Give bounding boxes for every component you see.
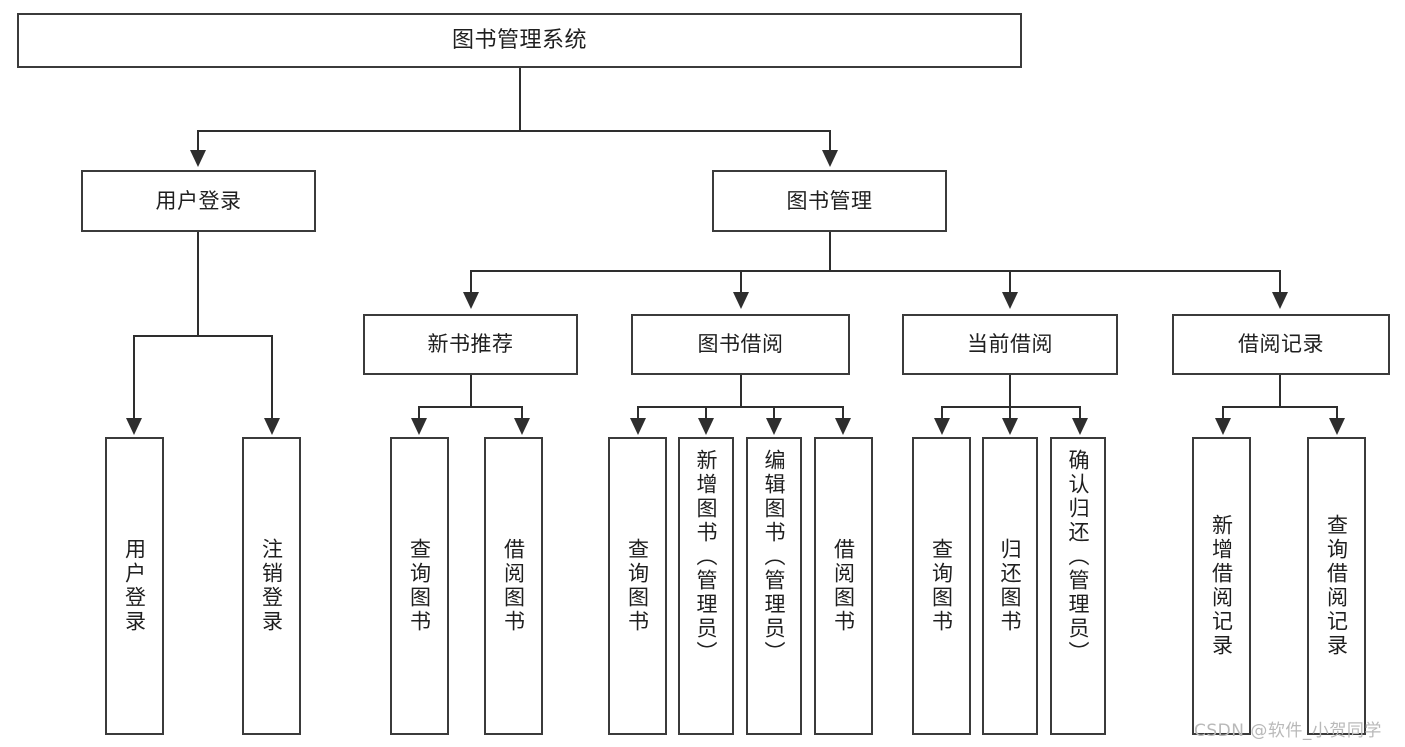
arrowhead-borrow-record-leaf-1 [1215, 418, 1231, 435]
leaf-label: 查询图书 [625, 538, 650, 634]
connector-book-manage-leg-4 [1279, 270, 1281, 294]
connector-book-manage-bar [470, 270, 1280, 272]
leaf-label: 确认归还（管理员） [1066, 449, 1091, 665]
connector-book-manage-leg-2 [740, 270, 742, 294]
leaf-label: 新增借阅记录 [1209, 514, 1234, 658]
leaf-query-book-newbook[interactable]: 查询图书 [390, 437, 449, 735]
leaf-label: 借阅图书 [831, 538, 856, 634]
leaf-query-book-borrow[interactable]: 查询图书 [608, 437, 667, 735]
node-user-login[interactable]: 用户登录 [81, 170, 316, 232]
arrowhead-current-borrow-leaf-1 [934, 418, 950, 435]
leaf-query-borrow-record[interactable]: 查询借阅记录 [1307, 437, 1366, 735]
node-label: 新书推荐 [427, 332, 514, 357]
leaf-label: 用户登录 [122, 538, 147, 634]
connector-root-bar [197, 130, 831, 132]
leaf-label: 编辑图书（管理员） [762, 449, 787, 665]
node-label: 图书管理 [786, 188, 873, 213]
node-label: 当前借阅 [967, 332, 1053, 357]
arrowhead-user-login-leaf-1 [126, 418, 142, 435]
connector-borrow-record-leg-1 [1222, 406, 1224, 420]
connector-user-login-stem [197, 232, 199, 335]
connector-book-borrow-leg-1 [637, 406, 639, 420]
connector-new-book-leg-2 [521, 406, 523, 420]
connector-book-borrow-leg-3 [773, 406, 775, 420]
connector-current-borrow-leg-2 [1009, 406, 1011, 420]
arrowhead-to-current-borrow [1002, 292, 1018, 309]
arrowhead-book-borrow-leaf-3 [766, 418, 782, 435]
connector-book-borrow-stem [740, 375, 742, 406]
leaf-label: 查询图书 [407, 538, 432, 634]
leaf-label: 新增图书（管理员） [694, 449, 719, 665]
leaf-add-borrow-record[interactable]: 新增借阅记录 [1192, 437, 1251, 735]
leaf-query-book-current[interactable]: 查询图书 [912, 437, 971, 735]
connector-root-leg-left [197, 130, 199, 154]
arrowhead-to-new-book [463, 292, 479, 309]
connector-user-login-leg-2 [271, 335, 273, 420]
connector-book-manage-leg-3 [1009, 270, 1011, 294]
leaf-label: 注销登录 [259, 538, 284, 634]
leaf-return-book[interactable]: 归还图书 [982, 437, 1038, 735]
arrowhead-new-book-leaf-1 [411, 418, 427, 435]
connector-book-borrow-leg-2 [705, 406, 707, 420]
node-label: 用户登录 [155, 188, 242, 213]
node-label: 图书借阅 [697, 332, 784, 357]
connector-borrow-record-bar [1222, 406, 1337, 408]
connector-user-login-leg-1 [133, 335, 135, 420]
arrowhead-borrow-record-leaf-2 [1329, 418, 1345, 435]
connector-borrow-record-stem [1279, 375, 1281, 406]
node-borrow-record[interactable]: 借阅记录 [1172, 314, 1390, 375]
connector-current-borrow-leg-1 [941, 406, 943, 420]
connector-user-login-bar [133, 335, 272, 337]
connector-new-book-leg-1 [418, 406, 420, 420]
node-label: 借阅记录 [1238, 332, 1324, 357]
connector-book-borrow-leg-4 [842, 406, 844, 420]
connector-book-manage-leg-1 [470, 270, 472, 294]
arrowhead-book-borrow-leaf-2 [698, 418, 714, 435]
leaf-label: 查询借阅记录 [1324, 514, 1349, 658]
node-book-borrow[interactable]: 图书借阅 [631, 314, 850, 375]
leaf-user-login[interactable]: 用户登录 [105, 437, 164, 735]
leaf-borrow-book-newbook[interactable]: 借阅图书 [484, 437, 543, 735]
connector-current-borrow-stem [1009, 375, 1011, 406]
leaf-borrow-book-borrow[interactable]: 借阅图书 [814, 437, 873, 735]
leaf-label: 归还图书 [998, 538, 1023, 634]
connector-root-leg-right [829, 130, 831, 154]
leaf-add-book-admin[interactable]: 新增图书（管理员） [678, 437, 734, 735]
connector-new-book-stem [470, 375, 472, 406]
leaf-confirm-return-admin[interactable]: 确认归还（管理员） [1050, 437, 1106, 735]
arrowhead-to-book-borrow [733, 292, 749, 309]
node-new-book-recommend[interactable]: 新书推荐 [363, 314, 578, 375]
leaf-edit-book-admin[interactable]: 编辑图书（管理员） [746, 437, 802, 735]
leaf-logout[interactable]: 注销登录 [242, 437, 301, 735]
connector-current-borrow-leg-3 [1079, 406, 1081, 420]
leaf-label: 查询图书 [929, 538, 954, 634]
node-current-borrow[interactable]: 当前借阅 [902, 314, 1118, 375]
connector-new-book-bar [418, 406, 522, 408]
arrowhead-current-borrow-leaf-2 [1002, 418, 1018, 435]
connector-book-borrow-bar [637, 406, 843, 408]
arrowhead-to-user-login [190, 150, 206, 167]
node-root-system[interactable]: 图书管理系统 [17, 13, 1022, 68]
arrowhead-book-borrow-leaf-4 [835, 418, 851, 435]
connector-borrow-record-leg-2 [1336, 406, 1338, 420]
arrowhead-to-book-manage [822, 150, 838, 167]
leaf-label: 借阅图书 [501, 538, 526, 634]
arrowhead-user-login-leaf-2 [264, 418, 280, 435]
connector-root-stem [519, 68, 521, 130]
connector-book-manage-stem [829, 232, 831, 270]
node-label: 图书管理系统 [451, 27, 587, 53]
arrowhead-to-borrow-record [1272, 292, 1288, 309]
node-book-management[interactable]: 图书管理 [712, 170, 947, 232]
arrowhead-book-borrow-leaf-1 [630, 418, 646, 435]
arrowhead-new-book-leaf-2 [514, 418, 530, 435]
arrowhead-current-borrow-leaf-3 [1072, 418, 1088, 435]
